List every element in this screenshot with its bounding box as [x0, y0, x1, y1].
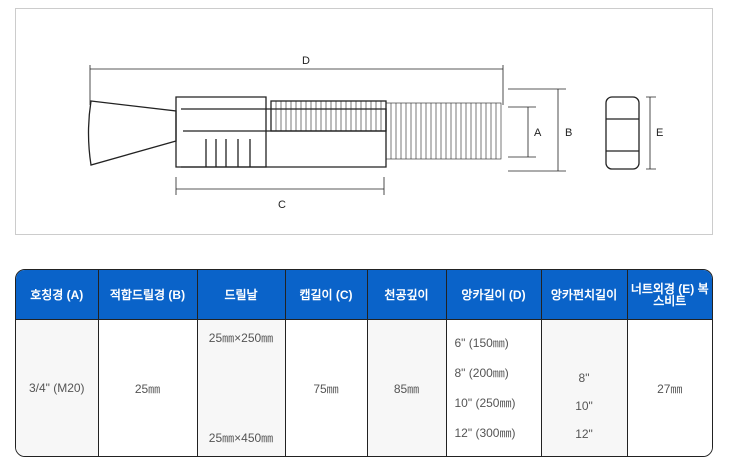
anchor-length-item: 8" (200㎜): [454, 366, 509, 380]
cell-depth: 85㎜: [367, 319, 447, 456]
punch-length-item: 12": [575, 427, 593, 441]
anchor-length-item: 12" (300㎜): [454, 426, 516, 440]
header-cap-length: 캡길이 (C): [285, 270, 368, 320]
dimension-e-label: E: [656, 127, 663, 139]
header-punch-length: 앙카펀치길이: [541, 270, 628, 320]
punch-length-item: 10": [575, 399, 593, 413]
cell-drill-bits: 25㎜×250㎜ 25㎜×450㎜: [197, 319, 286, 456]
dimension-c-label: C: [278, 199, 286, 211]
header-nut-dia: 너트외경 (E) 복스비트: [627, 270, 712, 320]
header-nominal: 호칭경 (A): [16, 270, 99, 320]
anchor-length-item: 6" (150㎜): [454, 336, 509, 350]
cell-drill-dia: 25㎜: [98, 319, 198, 456]
punch-length-item: 8": [578, 371, 590, 385]
dimension-b-label: B: [565, 127, 572, 139]
cell-cap-length: 75㎜: [285, 319, 368, 456]
cell-anchor-lengths: 6" (150㎜) 8" (200㎜) 10" (250㎜) 12" (300㎜…: [446, 319, 542, 456]
drill-bit-item: 25㎜×250㎜: [208, 331, 274, 345]
cell-punch-lengths: 8" 10" 12": [541, 319, 628, 456]
header-drill-bit: 드릴날: [197, 270, 286, 320]
anchor-length-item: 10" (250㎜): [454, 396, 516, 410]
dimension-a-label: A: [534, 127, 542, 139]
table-header-row: 호칭경 (A) 적합드릴경 (B) 드릴날 캡길이 (C) 천공깊이 앙카길이 …: [16, 270, 712, 320]
header-drill-dia: 적합드릴경 (B): [98, 270, 198, 320]
dimension-d-label: D: [302, 55, 310, 67]
header-anchor-length: 앙카길이 (D): [446, 270, 542, 320]
anchor-drawing: D C A B E: [87, 55, 663, 211]
cell-nominal: 3/4" (M20): [16, 319, 99, 456]
spec-table: 호칭경 (A) 적합드릴경 (B) 드릴날 캡길이 (C) 천공깊이 앙카길이 …: [15, 269, 713, 457]
drill-bit-item: 25㎜×450㎜: [208, 431, 274, 445]
cell-nut-dia: 27㎜: [627, 319, 712, 456]
table-row: 3/4" (M20) 25㎜ 25㎜×250㎜ 25㎜×450㎜ 75㎜ 85㎜…: [16, 319, 712, 456]
header-depth: 천공깊이: [367, 270, 447, 320]
anchor-diagram: D C A B E: [15, 8, 713, 235]
